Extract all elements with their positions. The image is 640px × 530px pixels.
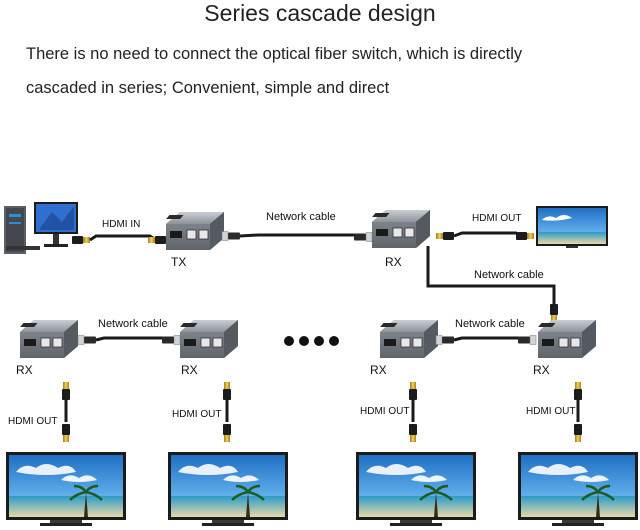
hdmi-in-cable xyxy=(72,234,166,244)
network-cable-label-bottom-2: Network cable xyxy=(455,318,525,330)
network-cable-cascade xyxy=(426,246,558,322)
rx-device-4 xyxy=(537,319,597,359)
rx-label-2: RX xyxy=(181,363,198,377)
hdmi-out-label-4: HDMI OUT xyxy=(526,406,575,417)
network-cable-top xyxy=(221,231,373,242)
page-title: Series cascade design xyxy=(204,0,436,26)
rx-device-top xyxy=(371,209,431,249)
rx-device-2 xyxy=(179,319,239,359)
rx-label-1: RX xyxy=(16,363,33,377)
hdmi-out-label-3: HDMI OUT xyxy=(360,406,409,417)
continuation-dots xyxy=(284,336,339,346)
hdmi-out-cable-top xyxy=(436,231,534,240)
subtitle-line-2: cascaded in series; Convenient, simple a… xyxy=(26,79,390,97)
hdmi-out-label-1: HDMI OUT xyxy=(8,416,57,427)
hdmi-out-cable-1 xyxy=(62,382,70,442)
hdmi-out-cable-4 xyxy=(574,382,582,442)
computer-icon xyxy=(4,202,78,254)
network-cable-label-bottom-1: Network cable xyxy=(98,318,168,330)
network-cable-label-top: Network cable xyxy=(266,211,336,223)
hdmi-out-cable-2 xyxy=(223,382,231,442)
hdmi-in-label: HDMI IN xyxy=(102,219,140,230)
hdmi-out-label-top: HDMI OUT xyxy=(472,213,521,224)
subtitle-line-1: There is no need to connect the optical … xyxy=(26,45,523,63)
tx-label: TX xyxy=(171,255,186,269)
network-cable-bottom-2 xyxy=(435,335,537,345)
rx-label-4: RX xyxy=(533,363,550,377)
network-cable-bottom-1 xyxy=(77,335,181,345)
rx-label-3: RX xyxy=(370,363,387,377)
hdmi-out-label-2: HDMI OUT xyxy=(172,409,221,420)
tv-2 xyxy=(166,450,290,528)
network-cable-label-cascade: Network cable xyxy=(474,269,544,281)
tv-4 xyxy=(516,450,640,528)
rx-label-top: RX xyxy=(385,255,402,269)
rx-device-1 xyxy=(19,319,79,359)
tv-1 xyxy=(4,450,128,528)
tv-3 xyxy=(354,450,478,528)
monitor-top xyxy=(536,206,608,248)
rx-device-3 xyxy=(379,319,439,359)
tx-device xyxy=(165,211,225,251)
hdmi-out-cable-3 xyxy=(409,382,417,442)
